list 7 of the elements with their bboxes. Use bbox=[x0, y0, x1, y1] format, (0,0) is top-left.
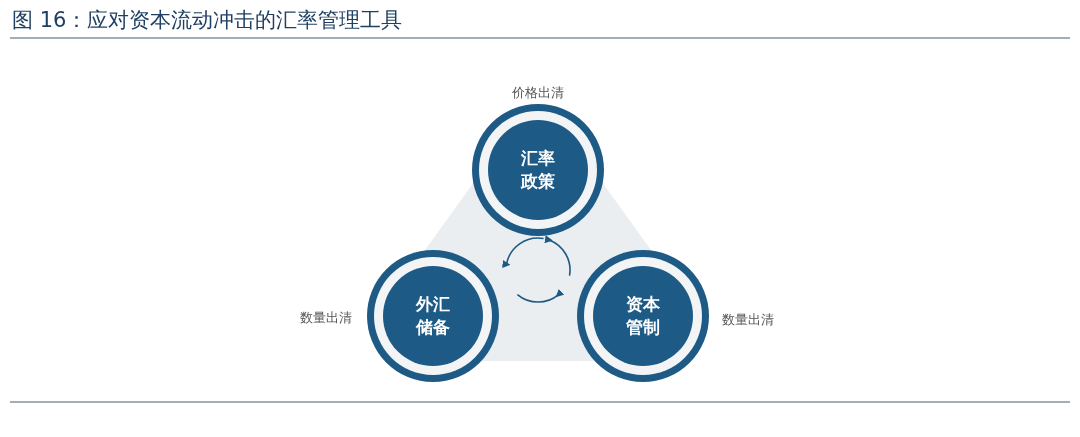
node-label: 资本管制 bbox=[625, 293, 661, 339]
node-label: 汇率政策 bbox=[520, 147, 556, 193]
side-label: 价格出清 bbox=[512, 84, 564, 102]
side-label: 数量出清 bbox=[722, 311, 774, 329]
side-label: 数量出清 bbox=[300, 309, 352, 327]
node-label: 外汇储备 bbox=[415, 293, 451, 339]
figure-title: 图 16：应对资本流动冲击的汇率管理工具 bbox=[12, 7, 403, 34]
